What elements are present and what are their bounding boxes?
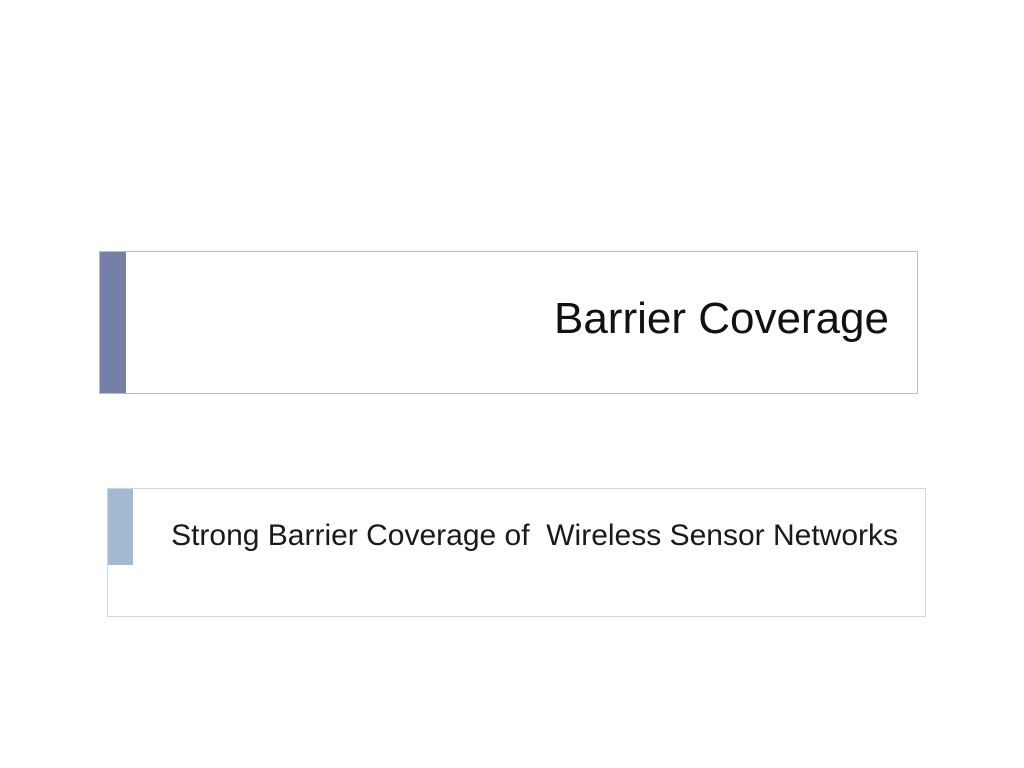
subtitle-placeholder: Strong Barrier Coverage of Wireless Sens… [107,488,926,617]
subtitle-accent-bar [108,489,133,565]
title-placeholder: Barrier Coverage [99,251,918,394]
slide-subtitle: Strong Barrier Coverage of Wireless Sens… [171,519,898,552]
slide-title: Barrier Coverage [553,294,889,343]
title-accent-bar [100,252,126,393]
